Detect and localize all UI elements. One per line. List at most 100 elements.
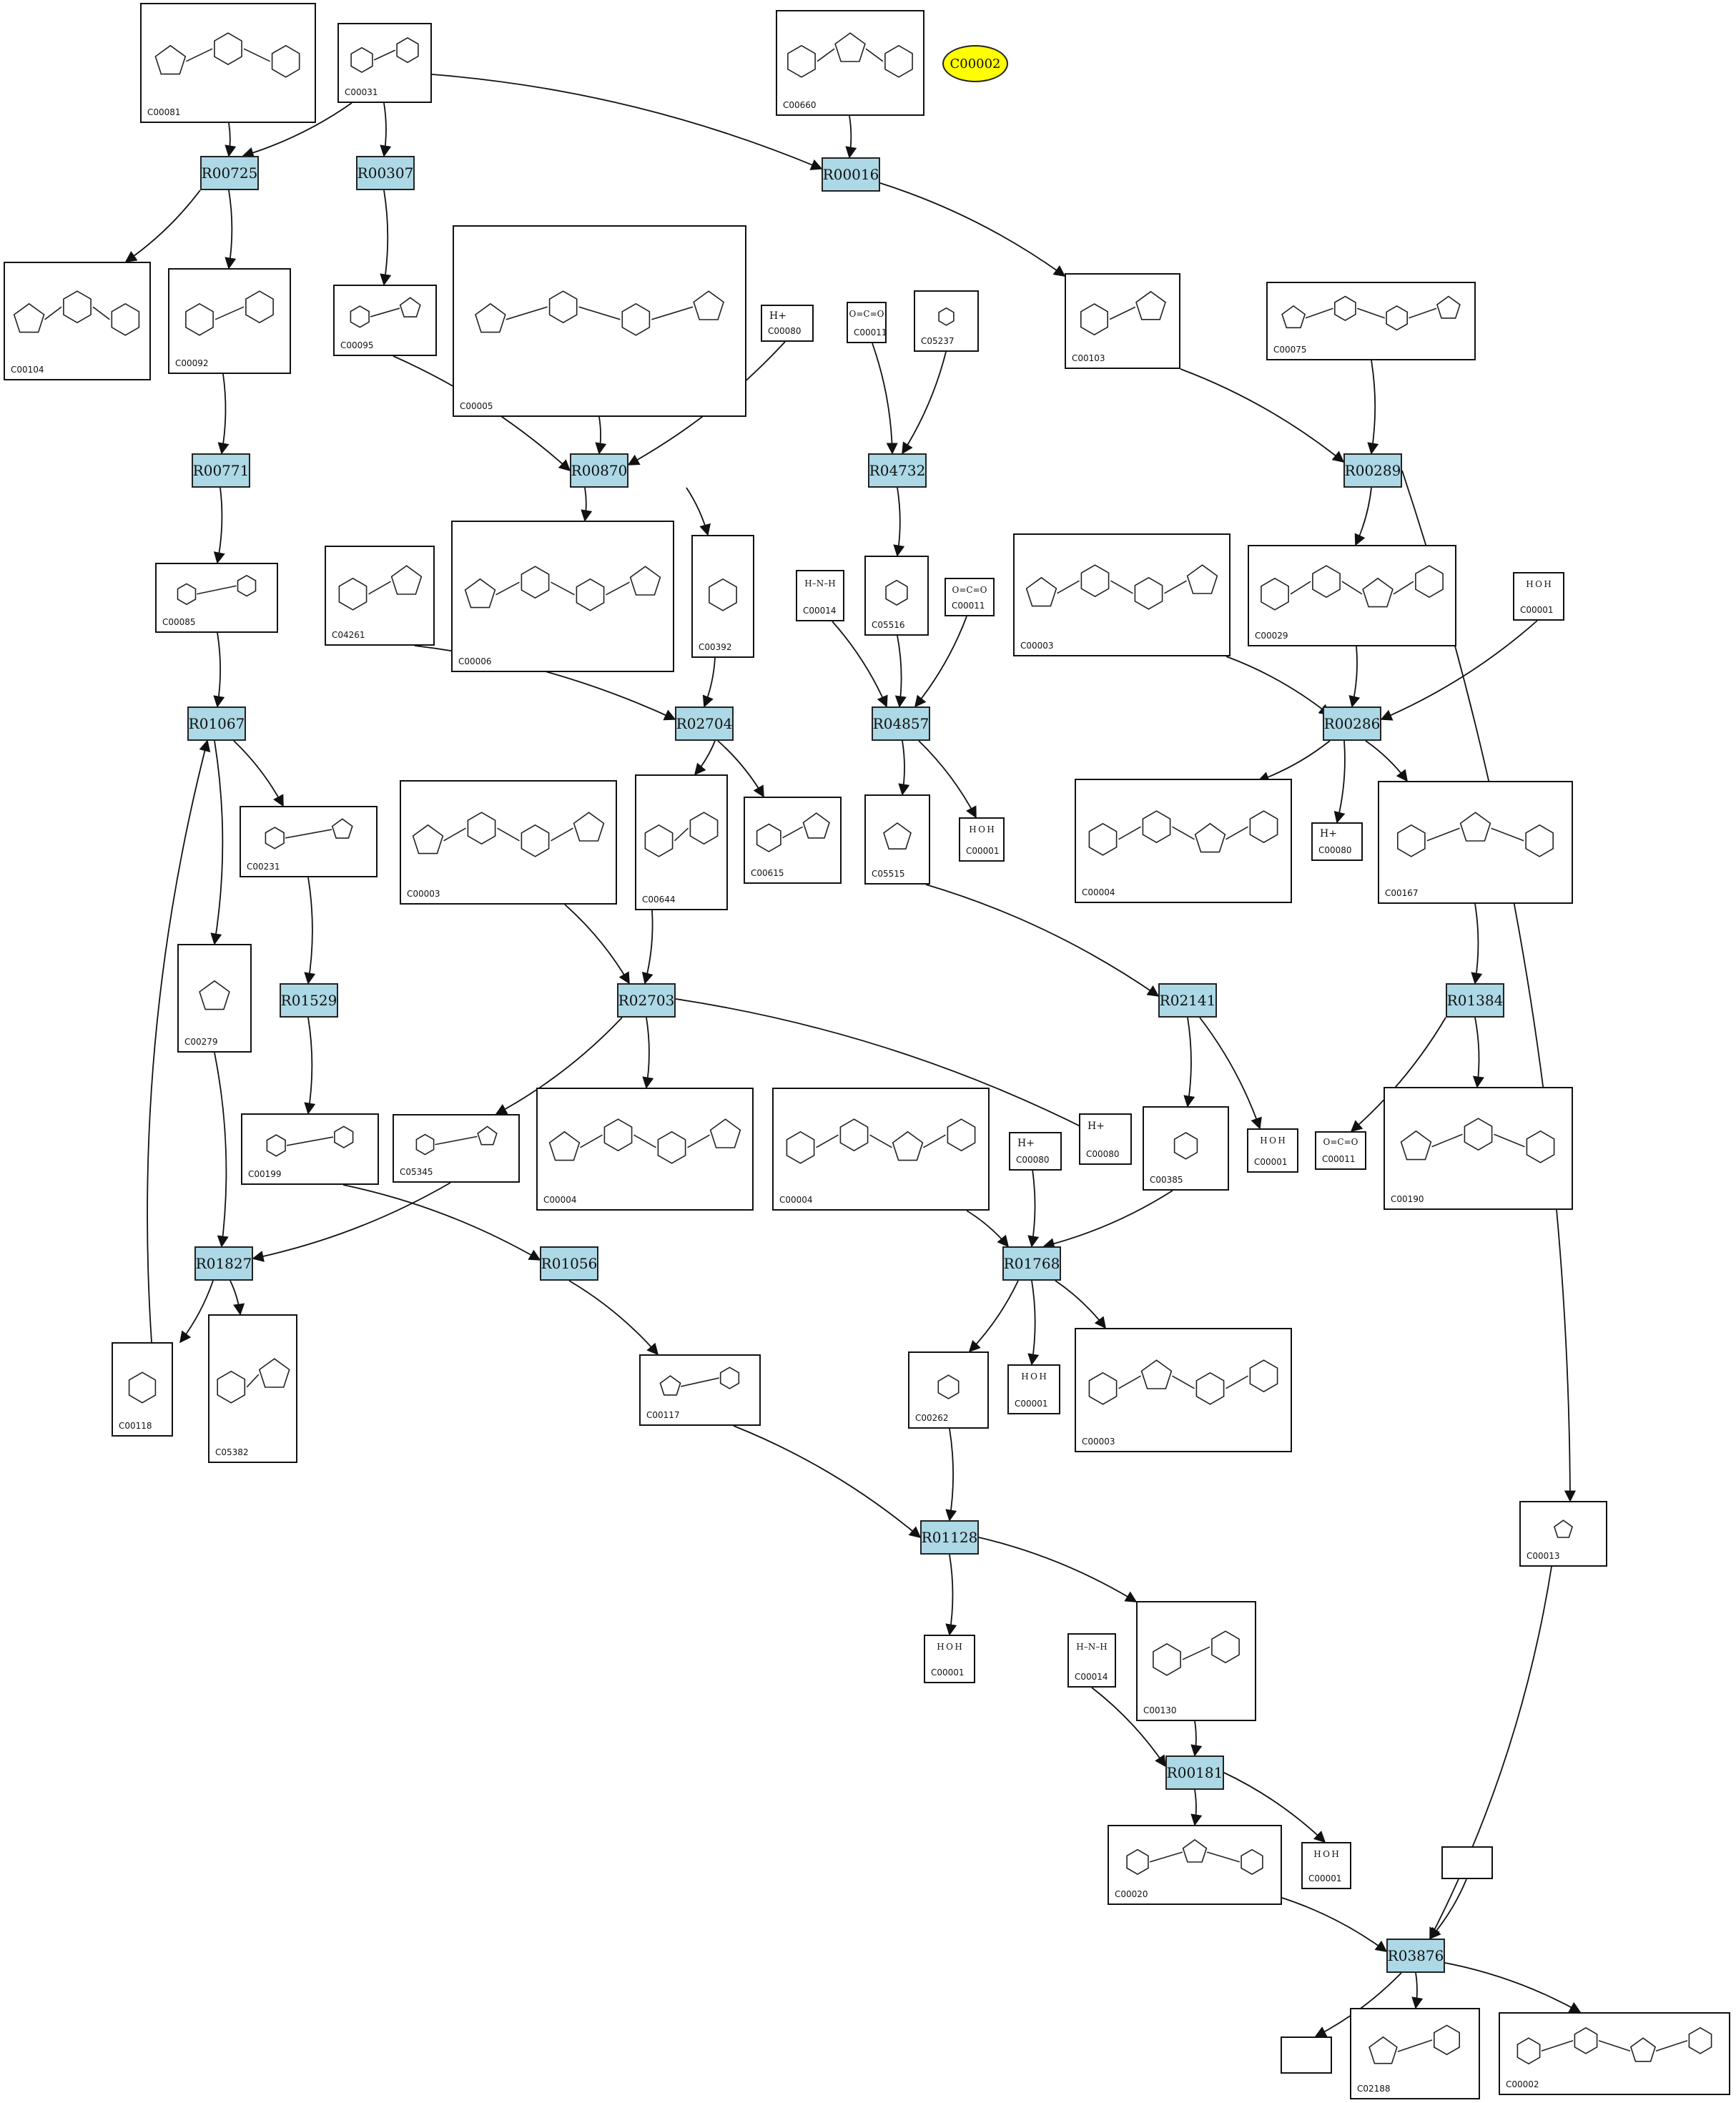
reaction-R01056[interactable]: R01056 bbox=[540, 1246, 598, 1281]
compound-C00006[interactable]: C00006 bbox=[451, 521, 674, 672]
compound-C00002[interactable]: C00002 bbox=[1499, 2012, 1730, 2095]
compound-C00167[interactable]: C00167 bbox=[1378, 781, 1573, 904]
compound-id: C00004 bbox=[543, 1195, 577, 1205]
reaction-R00771[interactable]: R00771 bbox=[192, 453, 250, 488]
compound-C05345[interactable]: C05345 bbox=[393, 1114, 520, 1183]
compound-C00004-c[interactable]: C00004 bbox=[772, 1088, 990, 1211]
compound-C00080-b[interactable]: H+C00080 bbox=[1311, 822, 1363, 861]
structure-icon bbox=[1397, 812, 1554, 857]
compound-C04261[interactable]: C04261 bbox=[325, 546, 435, 646]
edge-63 bbox=[568, 1280, 659, 1356]
compound-C05237[interactable]: C05237 bbox=[914, 290, 979, 352]
compound-C00003[interactable]: C00003 bbox=[1013, 533, 1231, 656]
reaction-R02703[interactable]: R02703 bbox=[617, 983, 676, 1018]
reaction-R00289[interactable]: R00289 bbox=[1343, 453, 1402, 488]
compound-C05516[interactable]: C05516 bbox=[864, 556, 929, 636]
reaction-R00725[interactable]: R00725 bbox=[200, 156, 259, 190]
compound-C00199[interactable]: C00199 bbox=[241, 1113, 379, 1185]
compound-C00003-b[interactable]: C00003 bbox=[400, 780, 617, 905]
edge-66 bbox=[1055, 1280, 1106, 1329]
reaction-R01128[interactable]: R01128 bbox=[920, 1520, 979, 1555]
edge-6 bbox=[225, 189, 237, 270]
reaction-R02141[interactable]: R02141 bbox=[1158, 983, 1217, 1018]
compound-C00231[interactable]: C00231 bbox=[240, 806, 378, 877]
compound-C00004[interactable]: C00004 bbox=[1075, 779, 1292, 903]
compound-C00262[interactable]: C00262 bbox=[908, 1351, 989, 1429]
compound-C00005[interactable]: C00005 bbox=[453, 225, 746, 417]
compound-C00092[interactable]: C00092 bbox=[168, 268, 291, 374]
reaction-R04857[interactable]: R04857 bbox=[872, 706, 930, 741]
compound-C00118[interactable]: C00118 bbox=[112, 1342, 173, 1437]
edge-33 bbox=[210, 740, 224, 945]
reaction-R01529[interactable]: R01529 bbox=[280, 983, 338, 1018]
compound-id: C00085 bbox=[162, 617, 196, 627]
compound-C00029[interactable]: C00029 bbox=[1248, 545, 1456, 646]
compound-C00660[interactable]: C00660 bbox=[776, 10, 924, 116]
reaction-R00016[interactable]: R00016 bbox=[822, 157, 880, 192]
reaction-R00870[interactable]: R00870 bbox=[570, 453, 628, 488]
reaction-R01768[interactable]: R01768 bbox=[1002, 1246, 1061, 1281]
compound-C00644[interactable]: C00644 bbox=[635, 774, 728, 910]
compound-id: C00167 bbox=[1385, 888, 1419, 898]
compound-C05382[interactable]: C05382 bbox=[208, 1314, 297, 1463]
structure-icon bbox=[1088, 810, 1278, 856]
edge-62 bbox=[147, 739, 211, 1343]
compound-C00013[interactable]: C00013 bbox=[1519, 1501, 1607, 1567]
compound-C00103[interactable]: C00103 bbox=[1065, 273, 1180, 369]
compound-id: C00095 bbox=[340, 340, 374, 350]
compound-C00075[interactable]: C00075 bbox=[1266, 282, 1476, 360]
compound-id: C00001 bbox=[1308, 1873, 1342, 1883]
blank-node-top[interactable] bbox=[1441, 1846, 1493, 1879]
compound-C00104[interactable]: C00104 bbox=[4, 262, 151, 380]
compound-C00081[interactable]: C00081 bbox=[140, 3, 316, 123]
reaction-R00307[interactable]: R00307 bbox=[356, 156, 415, 190]
compound-C00615[interactable]: C00615 bbox=[744, 797, 842, 884]
compound-C00031[interactable]: C00031 bbox=[337, 23, 432, 103]
compound-C00385[interactable]: C00385 bbox=[1143, 1106, 1229, 1191]
compound-C00392[interactable]: C00392 bbox=[691, 535, 754, 658]
compound-id: C00005 bbox=[460, 401, 493, 411]
reaction-R01827[interactable]: R01827 bbox=[194, 1246, 253, 1281]
blank-node-bottom[interactable] bbox=[1281, 2036, 1332, 2074]
edge-38 bbox=[1257, 740, 1331, 783]
compound-C00190[interactable]: C00190 bbox=[1384, 1087, 1573, 1210]
compound-C00080[interactable]: H+C00080 bbox=[761, 305, 814, 342]
formula-label: O=C=O bbox=[952, 585, 987, 595]
compound-C00004-b[interactable]: C00004 bbox=[536, 1088, 754, 1211]
compound-C00080-d[interactable]: H+C00080 bbox=[1079, 1113, 1132, 1165]
compound-C00117[interactable]: C00117 bbox=[639, 1354, 761, 1426]
structure-icon bbox=[199, 980, 230, 1010]
compound-C02188[interactable]: C02188 bbox=[1350, 2008, 1480, 2099]
compound-id: C00190 bbox=[1391, 1194, 1424, 1204]
compound-C05515[interactable]: C05515 bbox=[864, 794, 930, 885]
reaction-R02704[interactable]: R02704 bbox=[675, 706, 734, 741]
compound-id: C00003 bbox=[1020, 641, 1054, 651]
formula-label: H O H bbox=[937, 1642, 962, 1652]
reaction-R00286[interactable]: R00286 bbox=[1323, 706, 1381, 741]
reaction-R00181[interactable]: R00181 bbox=[1165, 1755, 1224, 1790]
reaction-R03876[interactable]: R03876 bbox=[1386, 1939, 1445, 1973]
compound-C00279[interactable]: C00279 bbox=[177, 944, 252, 1053]
reaction-R01067[interactable]: R01067 bbox=[187, 706, 246, 741]
structure-icon bbox=[13, 290, 140, 336]
reaction-R01384[interactable]: R01384 bbox=[1446, 983, 1504, 1018]
compound-C00003-c[interactable]: C00003 bbox=[1075, 1328, 1292, 1452]
compound-C00085[interactable]: C00085 bbox=[155, 563, 278, 633]
reaction-R04732[interactable]: R04732 bbox=[868, 453, 927, 488]
compound-C00095[interactable]: C00095 bbox=[333, 285, 437, 356]
compound-C00080-c[interactable]: H+C00080 bbox=[1009, 1132, 1062, 1171]
compound-C00020[interactable]: C00020 bbox=[1108, 1825, 1282, 1905]
highlight-ellipse[interactable]: C00002 bbox=[942, 45, 1008, 82]
compound-C00130[interactable]: C00130 bbox=[1136, 1601, 1256, 1721]
